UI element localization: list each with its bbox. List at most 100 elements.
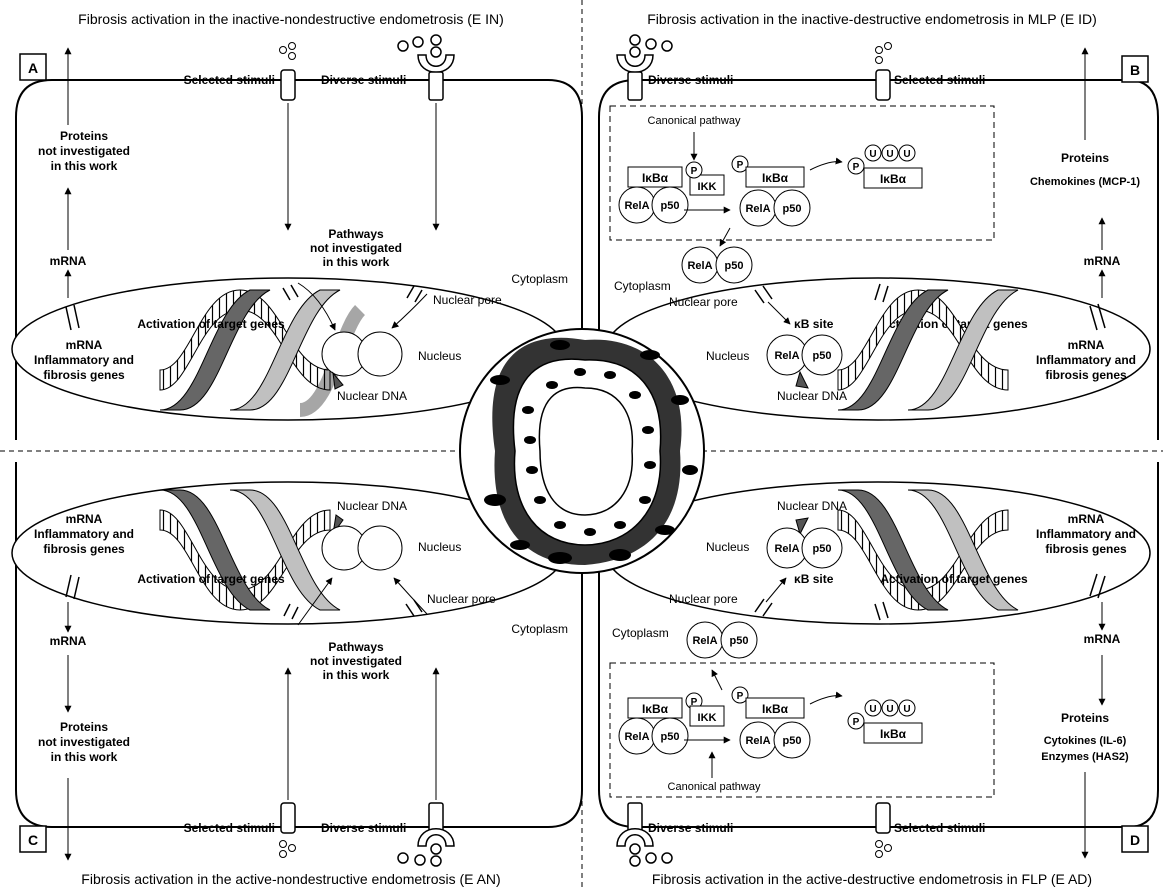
cytoplasm-label-c: Cytoplasm [511,622,568,636]
mrna-label-d: mRNA [1084,632,1121,646]
arrow-pathway-right-c [393,577,428,615]
cell-membrane-c [15,462,583,828]
cytokines-label-d: Cytokines (IL-6) [1044,735,1127,747]
panel-letter-box-a [19,53,47,81]
nuclear-dna-label-a: Nuclear DNA [337,389,407,403]
title-panel-b: Fibrosis activation in the inactive-dest… [647,11,1096,27]
panel-letter-box-b [1121,55,1149,83]
dna-binding-marker-a [332,371,344,390]
proteins-label-a: Proteins [60,129,108,143]
ikk-label-b: IKK [698,181,717,193]
stimuli-dots-selected-b [875,42,892,64]
in-this-work-label-c: in this work [323,668,390,682]
mrna-nuclear-label-c: mRNA [66,512,103,526]
diverse-stimuli-label-a: Diverse stimuli [321,73,406,87]
rela-label-mid-b: RelA [745,203,770,215]
p50-label-mid-d: p50 [783,735,802,747]
nucleus-label-d: Nucleus [706,540,749,554]
enzymes-label-d: Enzymes (HAS2) [1041,751,1129,763]
selected-stimuli-label-c: Selected stimuli [184,821,275,835]
p50-circle-mid-b [773,189,811,227]
nuclear-pore-b-a [406,285,423,303]
nuclear-dna-label-b: Nuclear DNA [777,389,847,403]
activation-label-a: Activation of target genes [137,317,285,331]
transcription-factor-right-c [357,525,403,571]
rela-label-left-b: RelA [624,200,649,212]
p50-circle-free-b [715,246,753,284]
ikk-box-d [689,705,725,727]
mrna-nuclear-label-b: mRNA [1068,338,1105,352]
inflammatory-label-a: Inflammatory and [34,353,134,367]
p50-circle-dna-b [801,334,843,376]
receptor-channel-a [280,69,296,101]
ubiquitin-2-b [881,144,899,162]
cytoplasm-label-a: Cytoplasm [511,272,568,286]
cytoplasm-label-d: Cytoplasm [612,626,669,640]
nuclear-dna-label-c: Nuclear DNA [337,499,407,513]
diverse-stimuli-label-b: Diverse stimuli [648,73,733,87]
dna-binding-marker-b [795,370,809,389]
p50-circle-free-d [720,621,758,659]
nuclear-pore-d [754,598,773,617]
canonical-pathway-box-b [609,105,995,241]
activation-label-c: Activation of target genes [137,572,285,586]
phosphate-ikk-label-b: P [691,166,698,177]
nucleus-label-c: Nucleus [418,540,461,554]
phosphate-right-label-d: P [853,717,860,728]
ubiquitin-1-label-b: U [869,149,876,160]
nuclear-pore-label-c: Nuclear pore [427,592,496,606]
diverse-stimuli-label-d: Diverse stimuli [648,821,733,835]
p50-label-free-d: p50 [730,635,749,647]
phosphate-mid-b [731,155,749,173]
stimuli-dots-selected-d [875,840,892,858]
receptor-diverse-a [397,34,455,101]
selected-stimuli-label-d: Selected stimuli [894,821,985,835]
pathways-label-c: Pathways [328,640,384,654]
dna-helix-d [837,489,1019,611]
dna-binding-marker-d [795,517,809,536]
phosphate-mid-label-b: P [737,160,744,171]
inflammatory-label-d: Inflammatory and [1036,527,1136,541]
ikba-box-left-b [627,166,683,188]
panel-letter-box-d [1121,825,1149,853]
selected-stimuli-label-b: Selected stimuli [894,73,985,87]
endometrial-gland-illustration [459,328,705,574]
kb-site-label-d: κB site [794,572,834,586]
fibrosis-genes-label-b: fibrosis genes [1045,368,1127,382]
nuclear-pore-2-c [283,603,299,620]
receptor-channel-c [280,802,296,834]
mrna-nuclear-label-a: mRNA [66,338,103,352]
cytoplasm-label-b: Cytoplasm [614,279,671,293]
ikba-label-degraded-d: IκBα [880,727,907,741]
nuclear-pore-label-a: Nuclear pore [433,293,502,307]
p50-circle-left-b [651,186,689,224]
pathways-label-a: Pathways [328,227,384,241]
rela-label-free-d: RelA [692,635,717,647]
ubiquitin-3-label-b: U [903,149,910,160]
rela-label-free-b: RelA [687,260,712,272]
diverse-stimuli-label-c: Diverse stimuli [321,821,406,835]
nuclear-pore-label-d: Nuclear pore [669,592,738,606]
phosphate-right-b [847,157,865,175]
stimuli-dots-selected-a [279,42,296,60]
not-investigated-protein-label-c: not investigated [38,735,130,749]
panel-letter-c: C [28,832,38,848]
transcription-factor-right-a [357,331,403,377]
receptor-channel-d [875,802,891,834]
canonical-pathway-box-d [609,662,995,798]
ikba-box-mid-d [745,697,805,719]
activation-label-d: Activation of target genes [880,572,1028,586]
ubiquitin-3-label-d: U [903,704,910,715]
not-investigated-label-c: not investigated [310,654,402,668]
kb-site-label-b: κB site [794,317,834,331]
ikba-box-degraded-b [863,167,923,189]
selected-stimuli-label-a: Selected stimuli [184,73,275,87]
dna-helix-c [159,489,341,611]
arrow-degradation-d [809,691,843,705]
stimuli-dots-selected-c [279,840,296,858]
receptor-diverse-c [397,802,455,867]
phosphate-ikk-label-d: P [691,697,698,708]
chemokines-label-b: Chemokines (MCP-1) [1030,176,1140,188]
mrna-label-c: mRNA [50,634,87,648]
